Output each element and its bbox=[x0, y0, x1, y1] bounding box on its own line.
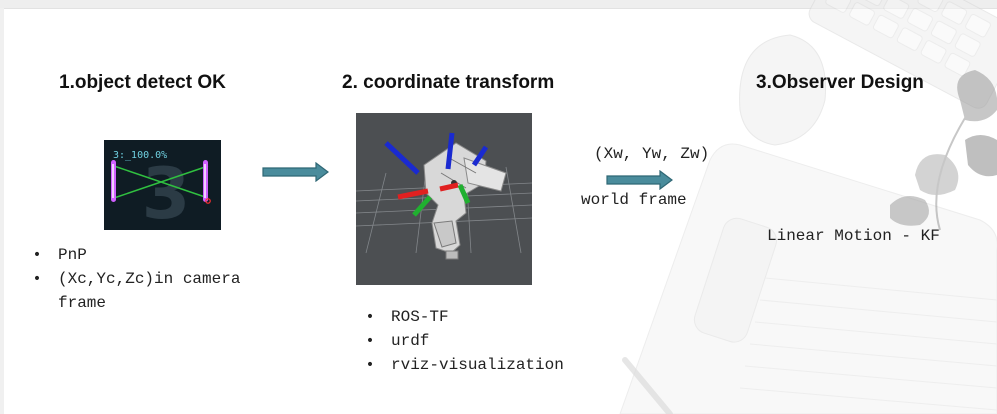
slide-top-bar bbox=[0, 0, 997, 9]
bullet-dot: • bbox=[365, 333, 375, 349]
bullet-text: ROS-TF bbox=[391, 308, 449, 326]
bullet-text: rviz-visualization bbox=[391, 356, 564, 374]
detection-confidence-text: 3:_100.0% bbox=[113, 150, 167, 161]
bullet-text: urdf bbox=[391, 332, 430, 350]
detection-visual: 3 3:_100.0% bbox=[104, 140, 221, 230]
section1-heading: 1.object detect OK bbox=[59, 72, 226, 93]
slide-left-edge bbox=[0, 8, 4, 414]
pen-decor bbox=[622, 357, 673, 414]
background-digit: 3 bbox=[142, 153, 191, 230]
bullet-text: (Xc,Yc,Zc)in camera bbox=[58, 270, 241, 288]
section1-bullet-pnp: • PnP bbox=[33, 243, 278, 267]
background-desk-image bbox=[619, 0, 997, 414]
section2-heading: 2. coordinate transform bbox=[342, 72, 555, 93]
section1-bullets: • PnP • (Xc,Yc,Zc)in camera frame bbox=[33, 243, 278, 315]
keyboard-decor bbox=[808, 0, 997, 109]
arrow-right-icon bbox=[262, 162, 329, 182]
section2-bullet-rviz: • rviz-visualization bbox=[366, 353, 611, 377]
observer-note: Linear Motion - KF bbox=[767, 227, 940, 245]
mouse-decor bbox=[739, 34, 827, 146]
section1-bullet-camera-frame: • (Xc,Yc,Zc)in camera frame bbox=[33, 267, 278, 315]
section3-heading: 3.Observer Design bbox=[756, 72, 924, 93]
arrow-right-icon bbox=[606, 170, 673, 190]
section2-bullets: • ROS-TF • urdf • rviz-visualization bbox=[366, 305, 611, 377]
section2-bullet-ros-tf: • ROS-TF bbox=[366, 305, 611, 329]
rviz-visual bbox=[356, 113, 532, 285]
bullet-text-continued: frame bbox=[58, 294, 107, 312]
bullet-dot: • bbox=[32, 247, 42, 263]
tf-axes bbox=[384, 132, 489, 217]
plant-decor bbox=[890, 70, 997, 231]
world-frame-label: world frame bbox=[581, 191, 687, 209]
object-detection-image: 3 3:_100.0% bbox=[104, 140, 221, 230]
section2-bullet-urdf: • urdf bbox=[366, 329, 611, 353]
robot-model bbox=[423, 142, 507, 260]
rviz-robot-image bbox=[356, 113, 532, 285]
world-coordinates-label: (Xw, Yw, Zw) bbox=[594, 145, 710, 163]
bullet-dot: • bbox=[365, 357, 375, 373]
bullet-dot: • bbox=[365, 309, 375, 325]
bullet-dot: • bbox=[32, 271, 42, 287]
bullet-text: PnP bbox=[58, 246, 87, 264]
